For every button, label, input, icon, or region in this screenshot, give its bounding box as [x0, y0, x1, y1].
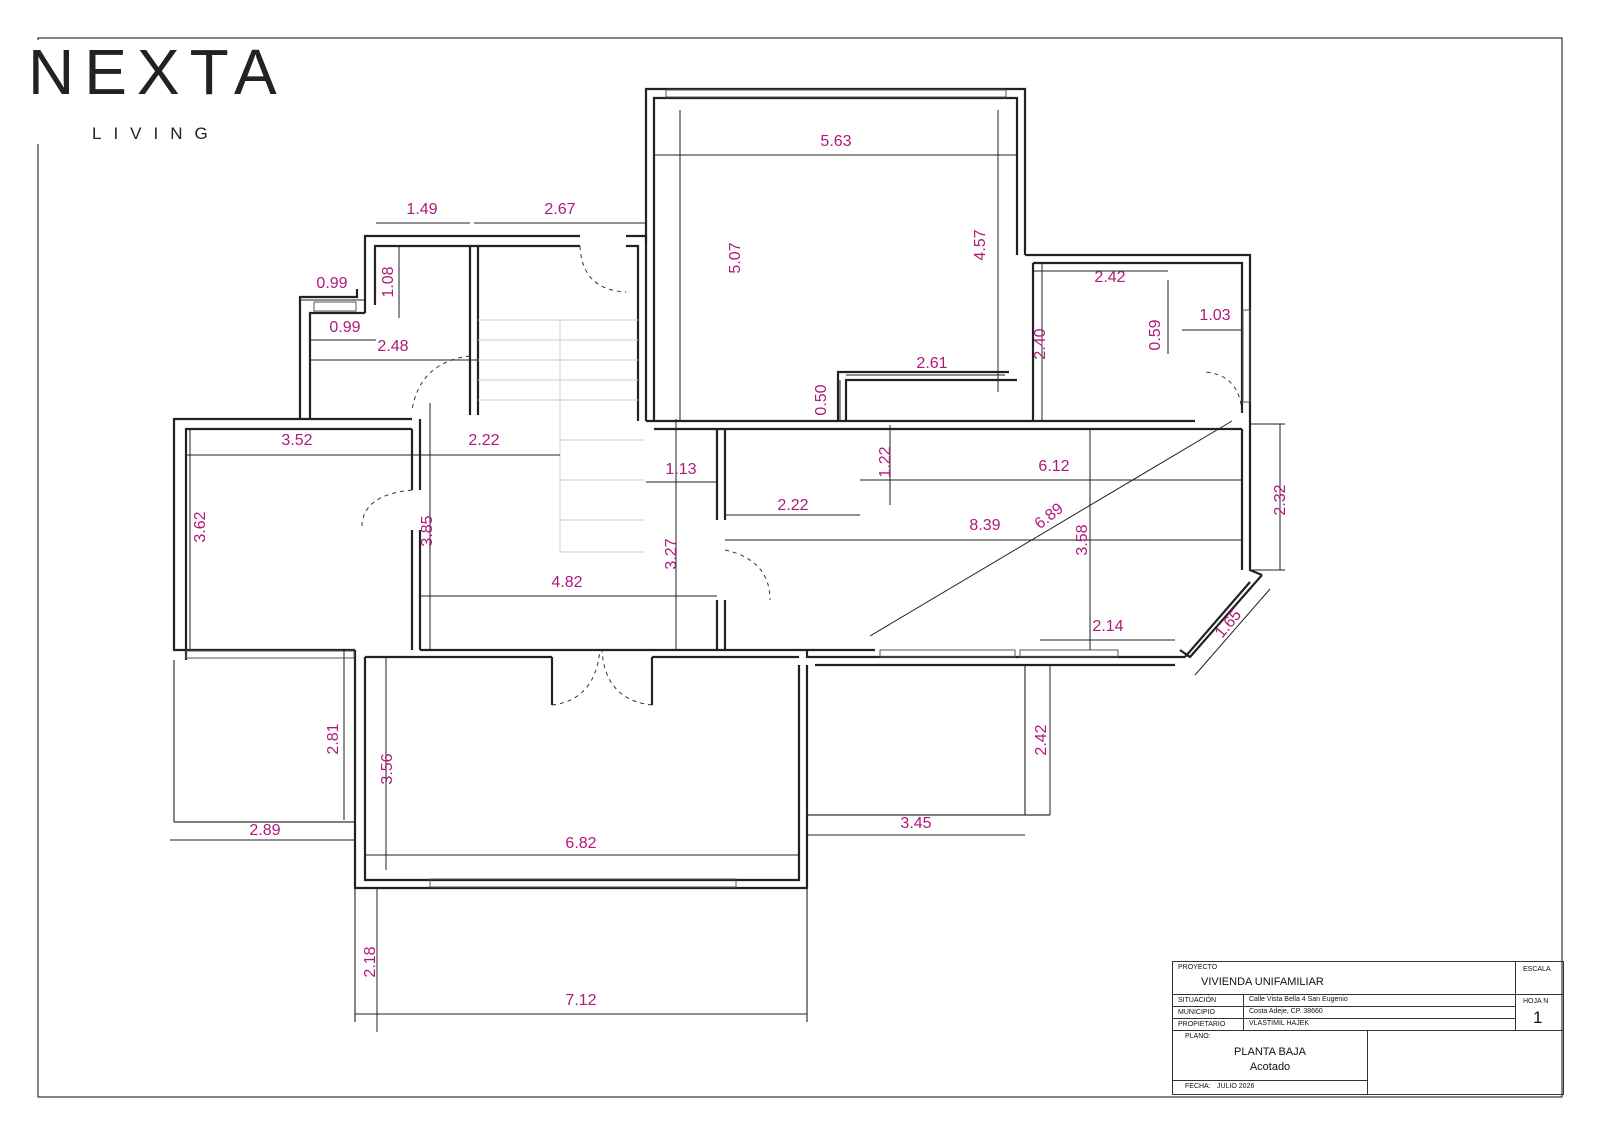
proyecto-cell [1173, 962, 1516, 995]
dimension-lines [170, 110, 1285, 1032]
dimension-label: 2.89 [249, 822, 280, 839]
dimension-label: 0.50 [813, 384, 830, 415]
brand-tagline: LIVING [92, 124, 220, 143]
propietario-value: VLASTIMIL HAJEK [1249, 1020, 1310, 1027]
dimension-label: 4.82 [551, 574, 582, 591]
dimension-label: 8.39 [969, 517, 1000, 534]
dimension-label: 5.07 [727, 242, 744, 273]
dimension-label: 3.62 [192, 511, 209, 542]
title-block: PROYECTO VIVIENDA UNIFAMILIAR ESCALA SIT… [1172, 961, 1564, 1095]
fecha-value: JULIO 2026 [1217, 1083, 1255, 1090]
dimension-label: 2.42 [1094, 269, 1125, 286]
dimension-label: 2.81 [325, 723, 342, 754]
hoja-label: HOJA N [1523, 998, 1549, 1005]
hoja-value: 1 [1533, 1008, 1543, 1027]
dimension-label: 2.14 [1092, 618, 1123, 635]
dimension-label: 4.57 [972, 229, 989, 260]
proyecto-label: PROYECTO [1178, 964, 1218, 971]
fecha-line [1173, 1080, 1367, 1081]
plano-divider [1367, 1030, 1368, 1094]
dimension-label: 7.12 [565, 992, 596, 1009]
dimension-label: 1.03 [1199, 307, 1230, 324]
info-divider [1243, 994, 1244, 1030]
info-row-line-2 [1173, 1018, 1515, 1019]
windows [185, 89, 1251, 888]
dimension-label: 3.27 [663, 538, 680, 569]
fecha-label: FECHA: [1185, 1083, 1211, 1090]
brand-name: NEXTA [28, 36, 287, 108]
dimension-label: 2.67 [544, 201, 575, 218]
plano-subtitle: Acotado [1249, 1061, 1291, 1073]
dimension-label: 3.56 [379, 753, 396, 784]
dimension-label: 6.82 [565, 835, 596, 852]
dimension-label: 0.99 [329, 319, 360, 336]
plano-top-line [1173, 1030, 1563, 1031]
dimension-label: 1.65 [1212, 607, 1245, 642]
hoja-line [1515, 994, 1563, 995]
dimension-label: 2.61 [916, 355, 947, 372]
dimension-label: 6.89 [1032, 500, 1067, 533]
dimension-label: 2.48 [377, 338, 408, 355]
dimension-label: 5.63 [820, 133, 851, 150]
stairs [478, 319, 645, 553]
info-row-line-1 [1173, 1006, 1515, 1007]
dimension-label: 0.99 [316, 275, 347, 292]
dimension-labels: 5.63 5.07 4.57 1.49 2.67 0.99 1.08 0.99 2.48 2.42… [192, 133, 1289, 1009]
dimension-label: 2.40 [1032, 328, 1049, 359]
doors [361, 245, 1243, 706]
dimension-label: 1.49 [406, 201, 437, 218]
propietario-label: PROPIETARIO [1178, 1021, 1226, 1028]
nexta-living-logo: NEXTA LIVING [28, 40, 298, 144]
dimension-label: 6.12 [1038, 458, 1069, 475]
dimension-label: 1.13 [665, 461, 696, 478]
situacion-value: Calle Vista Bella 4 San Eugenio [1249, 996, 1348, 1003]
dimension-label: 2.42 [1033, 724, 1050, 755]
proyecto-value: VIVIENDA UNIFAMILIAR [1201, 976, 1324, 988]
dimension-label: 2.32 [1272, 484, 1289, 515]
dimension-label: 2.22 [777, 497, 808, 514]
municipio-label: MUNICIPIO [1178, 1009, 1215, 1016]
dimension-label: 3.58 [1074, 524, 1091, 555]
plano-label: PLANO: [1185, 1033, 1211, 1040]
dimension-label: 1.08 [380, 266, 397, 297]
situacion-label: SITUACIÓN [1178, 997, 1217, 1004]
dimension-label: 3.45 [900, 815, 931, 832]
dimension-label: 1.22 [877, 446, 894, 477]
escala-label: ESCALA [1523, 966, 1551, 973]
walls [172, 87, 1263, 890]
dimension-label: 0.59 [1147, 319, 1164, 350]
dimension-label: 3.85 [419, 515, 436, 546]
sheet-frame [37, 37, 1563, 1098]
dimension-label: 2.22 [468, 432, 499, 449]
dimension-label: 3.52 [281, 432, 312, 449]
municipio-value: Costa Adeje, CP. 38660 [1249, 1008, 1323, 1015]
dimension-label: 2.18 [362, 946, 379, 977]
plano-value: PLANTA BAJA [1234, 1046, 1306, 1058]
